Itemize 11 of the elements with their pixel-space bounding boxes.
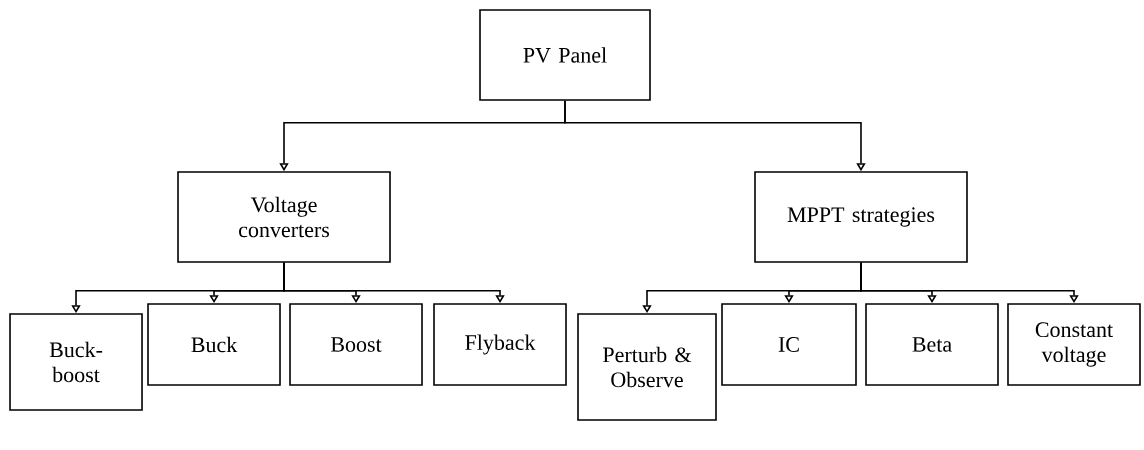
- leaf-box: Beta: [865, 303, 999, 386]
- leaf-box: Boost: [289, 303, 423, 386]
- category-box: MPPT strategies: [754, 171, 968, 263]
- leaf-box: Constant voltage: [1007, 303, 1141, 386]
- leaf-box: Flyback: [433, 303, 567, 386]
- leaf-box: Buck: [147, 303, 281, 386]
- category-box: Voltage converters: [177, 171, 391, 263]
- leaf-box: Buck-boost: [9, 313, 143, 411]
- leaf-box: Perturb & Observe: [577, 313, 717, 421]
- leaf-box: IC: [721, 303, 857, 386]
- panel-box: PV Panel: [479, 9, 651, 101]
